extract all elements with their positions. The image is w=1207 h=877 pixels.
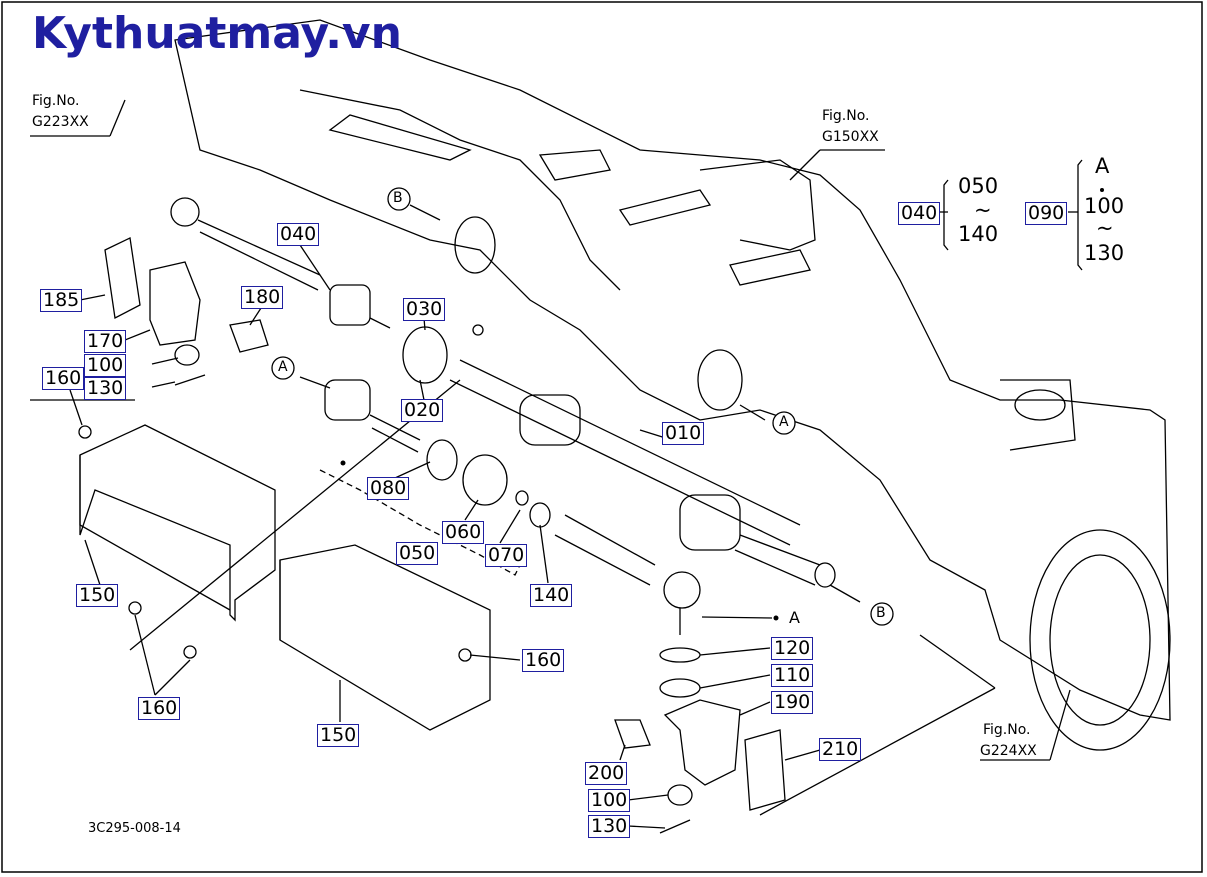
legend-040-bottom: 140 [958,222,999,246]
fig-ref-label: Fig.No. [983,722,1031,738]
part-label[interactable]: 160 [42,367,85,390]
part-label[interactable]: 060 [442,521,485,544]
part-label[interactable]: 170 [84,330,127,353]
legend-ref-090[interactable]: 090 [1025,202,1068,225]
callout-a-letter: A [278,359,288,375]
part-label[interactable]: 110 [771,664,814,687]
part-label[interactable]: 040 [277,223,320,246]
part-label[interactable]: 070 [485,544,528,567]
fig-ref-code[interactable]: G223XX [32,114,89,130]
part-label[interactable]: 130 [84,377,127,400]
callout-a-letter: A [789,608,800,627]
part-label[interactable]: 150 [76,584,119,607]
legend-090-sep: ~ [1096,216,1114,240]
part-label[interactable]: 100 [588,789,631,812]
part-label[interactable]: 210 [819,738,862,761]
legend-090-bottom: 130 [1084,241,1125,265]
legend-ref-040[interactable]: 040 [898,202,941,225]
part-label[interactable]: 200 [585,762,628,785]
legend-040-top: 050 [958,174,999,198]
legend-090-mid: 100 [1084,194,1125,218]
fig-ref-code[interactable]: G150XX [822,129,879,145]
part-label[interactable]: 160 [138,697,181,720]
part-label[interactable]: 010 [662,422,705,445]
fig-ref-code[interactable]: G224XX [980,743,1037,759]
part-label[interactable]: 020 [401,399,444,422]
part-label[interactable]: 120 [771,637,814,660]
part-label[interactable]: 190 [771,691,814,714]
fig-ref-label: Fig.No. [32,93,80,109]
part-label[interactable]: 030 [403,298,446,321]
callout-b-letter: B [393,190,403,206]
callout-b-letter: B [876,605,886,621]
legend-090-top: A [1095,154,1110,178]
part-label[interactable]: 150 [317,724,360,747]
part-label[interactable]: 160 [522,649,565,672]
watermark: Kythuatmay.vn [32,8,402,59]
fig-ref-label: Fig.No. [822,108,870,124]
part-label[interactable]: 185 [40,289,83,312]
callout-a-letter: A [779,414,789,430]
part-label[interactable]: 140 [530,584,573,607]
drawing-number: 3C295-008-14 [88,821,181,836]
part-label[interactable]: 100 [84,354,127,377]
part-label[interactable]: 080 [367,477,410,500]
part-label[interactable]: 180 [241,286,284,309]
legend-040-sep: ~ [974,198,992,222]
part-label[interactable]: 130 [588,815,631,838]
part-label[interactable]: 050 [396,542,439,565]
